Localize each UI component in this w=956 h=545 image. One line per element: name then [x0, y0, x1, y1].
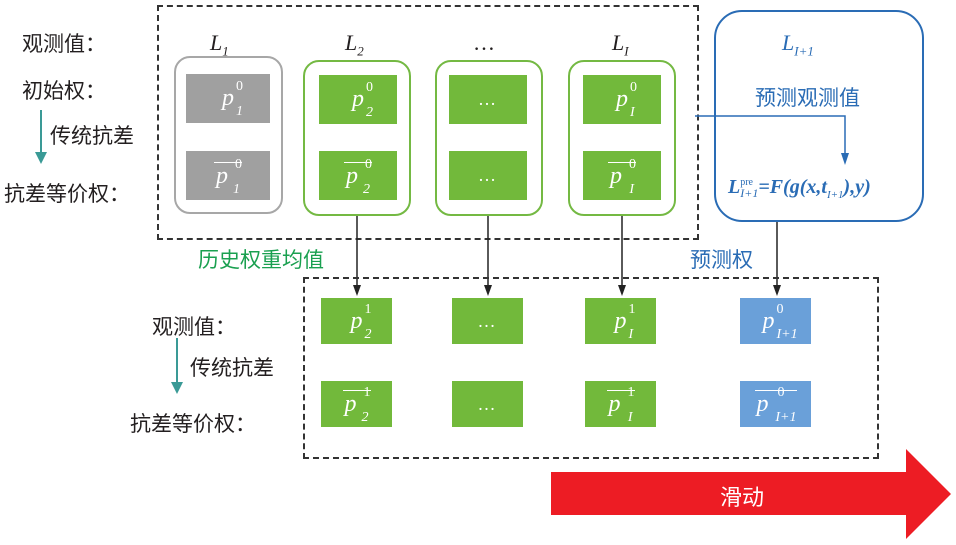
group-name-LI: LI [612, 30, 629, 59]
history-arrow-L2 [353, 216, 361, 296]
group-name-ellipsis: … [473, 30, 495, 55]
cell-ellipsis-top: … [449, 75, 527, 124]
group-name-L1: L1 [210, 30, 229, 59]
group-name-L2: L2 [345, 30, 364, 59]
label-equivalent-weight-bottom: 抗差等价权： [130, 412, 256, 436]
label-equivalent-weight-top: 抗差等价权： [4, 182, 130, 206]
process-arrowhead-top-icon [35, 152, 47, 164]
predicted-weight-label: 预测权 [690, 248, 753, 272]
label-robust-process-top: 传统抗差 [50, 124, 134, 148]
cell-ellipsis-bottom-bottom: … [452, 381, 523, 427]
prediction-title: 预测观测值 [755, 86, 860, 110]
slide-arrow [551, 449, 951, 539]
predicted-weight-arrow [773, 222, 781, 296]
process-arrowhead-bottom-icon [171, 382, 183, 394]
prediction-input-arrow [695, 115, 849, 165]
label-observation-top: 观测值： [22, 32, 106, 56]
history-arrow-LI [618, 216, 626, 296]
slide-arrow-label: 滑动 [720, 486, 765, 511]
slide-arrow-shape [551, 449, 951, 539]
history-mean-label: 历史权重均值 [198, 248, 324, 272]
history-arrow-ellipsis [484, 216, 492, 296]
process-arrow-bottom-icon [176, 338, 178, 384]
process-arrow-top-icon [40, 110, 42, 155]
prediction-box-name: LI+1 [782, 30, 814, 59]
cell-ellipsis-bottom: … [449, 151, 527, 200]
label-initial-weight: 初始权： [22, 79, 106, 103]
label-robust-process-bottom: 传统抗差 [190, 356, 274, 380]
bottom-window-container [303, 277, 879, 459]
top-window-container [157, 5, 699, 240]
label-observation-bottom: 观测值： [152, 315, 236, 339]
cell-ellipsis-bottom-top: … [452, 298, 523, 344]
